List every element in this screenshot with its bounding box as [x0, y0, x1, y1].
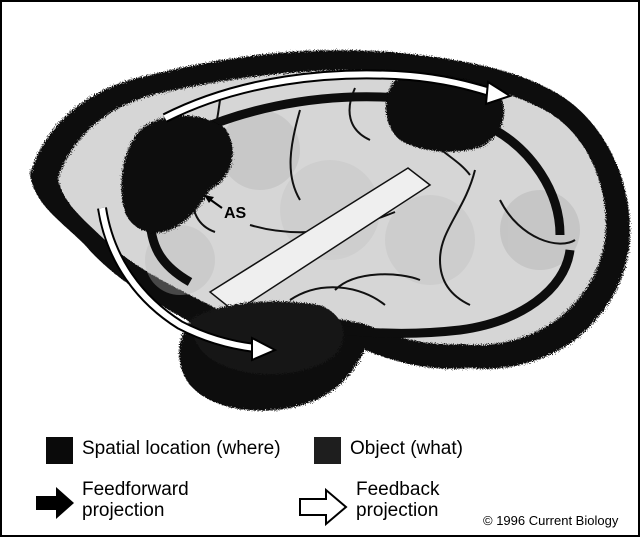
copyright-notice: © 1996 Current Biology — [483, 513, 618, 528]
legend-object-label: Object (what) — [350, 438, 463, 460]
legend-feedback-line2: projection — [356, 500, 438, 522]
legend-feedforward-line2: projection — [82, 500, 164, 522]
as-label: AS — [224, 205, 247, 222]
feedforward-legend-arrow — [36, 487, 74, 519]
legend-feedforward-line1: Feedforward — [82, 479, 189, 501]
legend-feedback-line1: Feedback — [356, 479, 439, 501]
legend-spatial-label: Spatial location (where) — [82, 438, 281, 460]
legend-swatch-spatial — [46, 437, 73, 464]
legend-swatch-object — [314, 437, 341, 464]
feedback-legend-arrow — [300, 490, 346, 524]
